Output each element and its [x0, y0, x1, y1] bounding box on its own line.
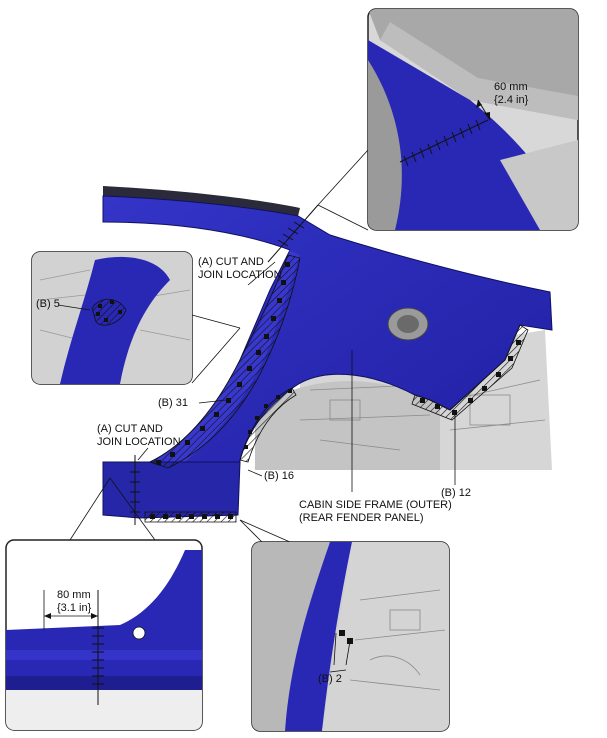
label-b16: (B) 16: [264, 470, 294, 482]
label-cut-join-top-2: JOIN LOCATION: [198, 269, 282, 281]
inset-b2-detail: [251, 541, 450, 732]
label-dim-80-in: {3.1 in}: [57, 602, 92, 614]
label-cut-join-left-1: (A) CUT AND: [97, 423, 163, 435]
inset-b5-detail: [31, 251, 193, 385]
inset-roof-cut-detail: [367, 8, 579, 231]
label-b31: (B) 31: [158, 397, 188, 409]
label-dim-60-in: {2.4 in}: [494, 94, 529, 106]
label-dim-60-mm: 60 mm: [494, 81, 528, 93]
main-body-view: [69, 149, 553, 543]
inset-rocker-cut-detail: [5, 539, 203, 731]
label-dim-80-mm: 80 mm: [57, 589, 91, 601]
label-b5: (B) 5: [36, 298, 60, 310]
label-b12: (B) 12: [441, 487, 471, 499]
label-panel-name: CABIN SIDE FRAME (OUTER): [299, 499, 452, 511]
label-panel-subname: (REAR FENDER PANEL): [299, 512, 424, 524]
label-cut-join-left-2: JOIN LOCATION: [97, 436, 181, 448]
label-b2: (B) 2: [318, 673, 342, 685]
label-cut-join-top-1: (A) CUT AND: [198, 256, 264, 268]
